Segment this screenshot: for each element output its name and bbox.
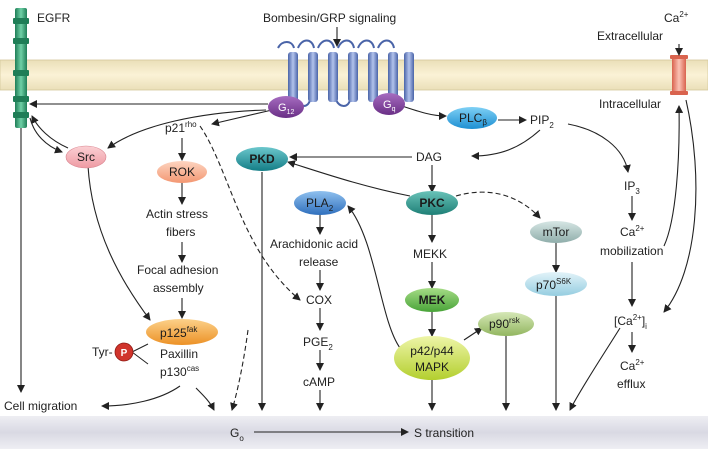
p125fak-node: p125fak — [146, 319, 218, 345]
src-label: Src — [77, 150, 95, 164]
dag-label: DAG — [416, 150, 442, 164]
gq-node: Gq — [373, 93, 405, 115]
cell-migration-label: Cell migration — [4, 399, 77, 413]
mapk-label-2: MAPK — [415, 360, 449, 374]
ip3-label: IP3 — [624, 179, 640, 196]
ca-extracellular-label: Ca2+ — [664, 10, 689, 25]
phosphate-label: P — [121, 348, 128, 359]
p125fak-label: p125fak — [160, 325, 198, 340]
s-transition-label: S transition — [414, 426, 474, 440]
gq-label: Gq — [383, 99, 396, 113]
actin-label-2: fibers — [166, 225, 195, 239]
mek-node: MEK — [405, 288, 459, 312]
p90rsk-label: p90rsk — [489, 316, 521, 331]
tyr-label: Tyr- — [92, 345, 113, 359]
p90rsk-node: p90rsk — [478, 312, 534, 336]
g0-label: Go — [230, 426, 244, 443]
pla2-label: PLA2 — [306, 196, 334, 213]
ca-efflux-label-1: Ca2+ — [620, 358, 645, 373]
pla2-node: PLA2 — [294, 191, 346, 215]
p70s6k-label: p70S6K — [536, 277, 572, 292]
p21rho-label: p21rho — [165, 120, 197, 135]
calcium-channel-icon — [670, 55, 688, 95]
gpcr-receptor-icon — [277, 39, 414, 107]
pkd-node: PKD — [236, 147, 288, 171]
ca-efflux-label-2: efflux — [617, 377, 645, 391]
arachidonic-label-1: Arachidonic acid — [270, 237, 358, 251]
plc-beta-node: PLCβ — [447, 107, 497, 129]
camp-label: cAMP — [303, 375, 335, 389]
mtor-node: mTor — [530, 221, 582, 243]
g12-node: G12 — [268, 96, 304, 118]
mek-label: MEK — [419, 293, 446, 307]
mapk-label-1: p42/p44 — [410, 344, 454, 358]
p70s6k-node: p70S6K — [525, 272, 587, 296]
p130cas-label: p130cas — [160, 364, 199, 379]
plc-beta-label: PLCβ — [459, 111, 487, 127]
pge2-label: PGE2 — [303, 335, 333, 352]
mtor-label: mTor — [543, 225, 570, 239]
phosphate-icon: P — [114, 342, 149, 365]
egfr-label: EGFR — [37, 11, 71, 25]
g12-label: G12 — [278, 102, 294, 116]
bombesin-label: Bombesin/GRP signaling — [263, 11, 396, 25]
pkc-label: PKC — [419, 196, 445, 210]
focal-adhesion-label-2: assembly — [153, 281, 204, 295]
mapk-node: p42/p44 MAPK — [394, 336, 470, 380]
egfr-receptor-icon — [13, 8, 29, 128]
actin-label-1: Actin stress — [146, 207, 208, 221]
mekk-label: MEKK — [413, 247, 447, 261]
cox-label: COX — [306, 293, 332, 307]
ca-mobilization-label: Ca2+ — [620, 224, 645, 239]
pkd-label: PKD — [249, 152, 275, 166]
rok-node: ROK — [157, 161, 207, 183]
pip2-label: PIP2 — [530, 113, 554, 130]
arachidonic-label-2: release — [299, 255, 339, 269]
src-node: Src — [65, 145, 107, 169]
extracellular-label: Extracellular — [597, 29, 663, 43]
pkc-node: PKC — [406, 191, 458, 215]
ca-intracellular-label: [Ca2+]i — [614, 313, 647, 331]
focal-adhesion-label-1: Focal adhesion — [137, 263, 218, 277]
pathway-arrows — [17, 27, 697, 436]
rok-label: ROK — [169, 165, 195, 179]
mobilization-label: mobilization — [600, 244, 663, 258]
paxillin-label: Paxillin — [160, 347, 198, 361]
intracellular-label: Intracellular — [599, 97, 661, 111]
